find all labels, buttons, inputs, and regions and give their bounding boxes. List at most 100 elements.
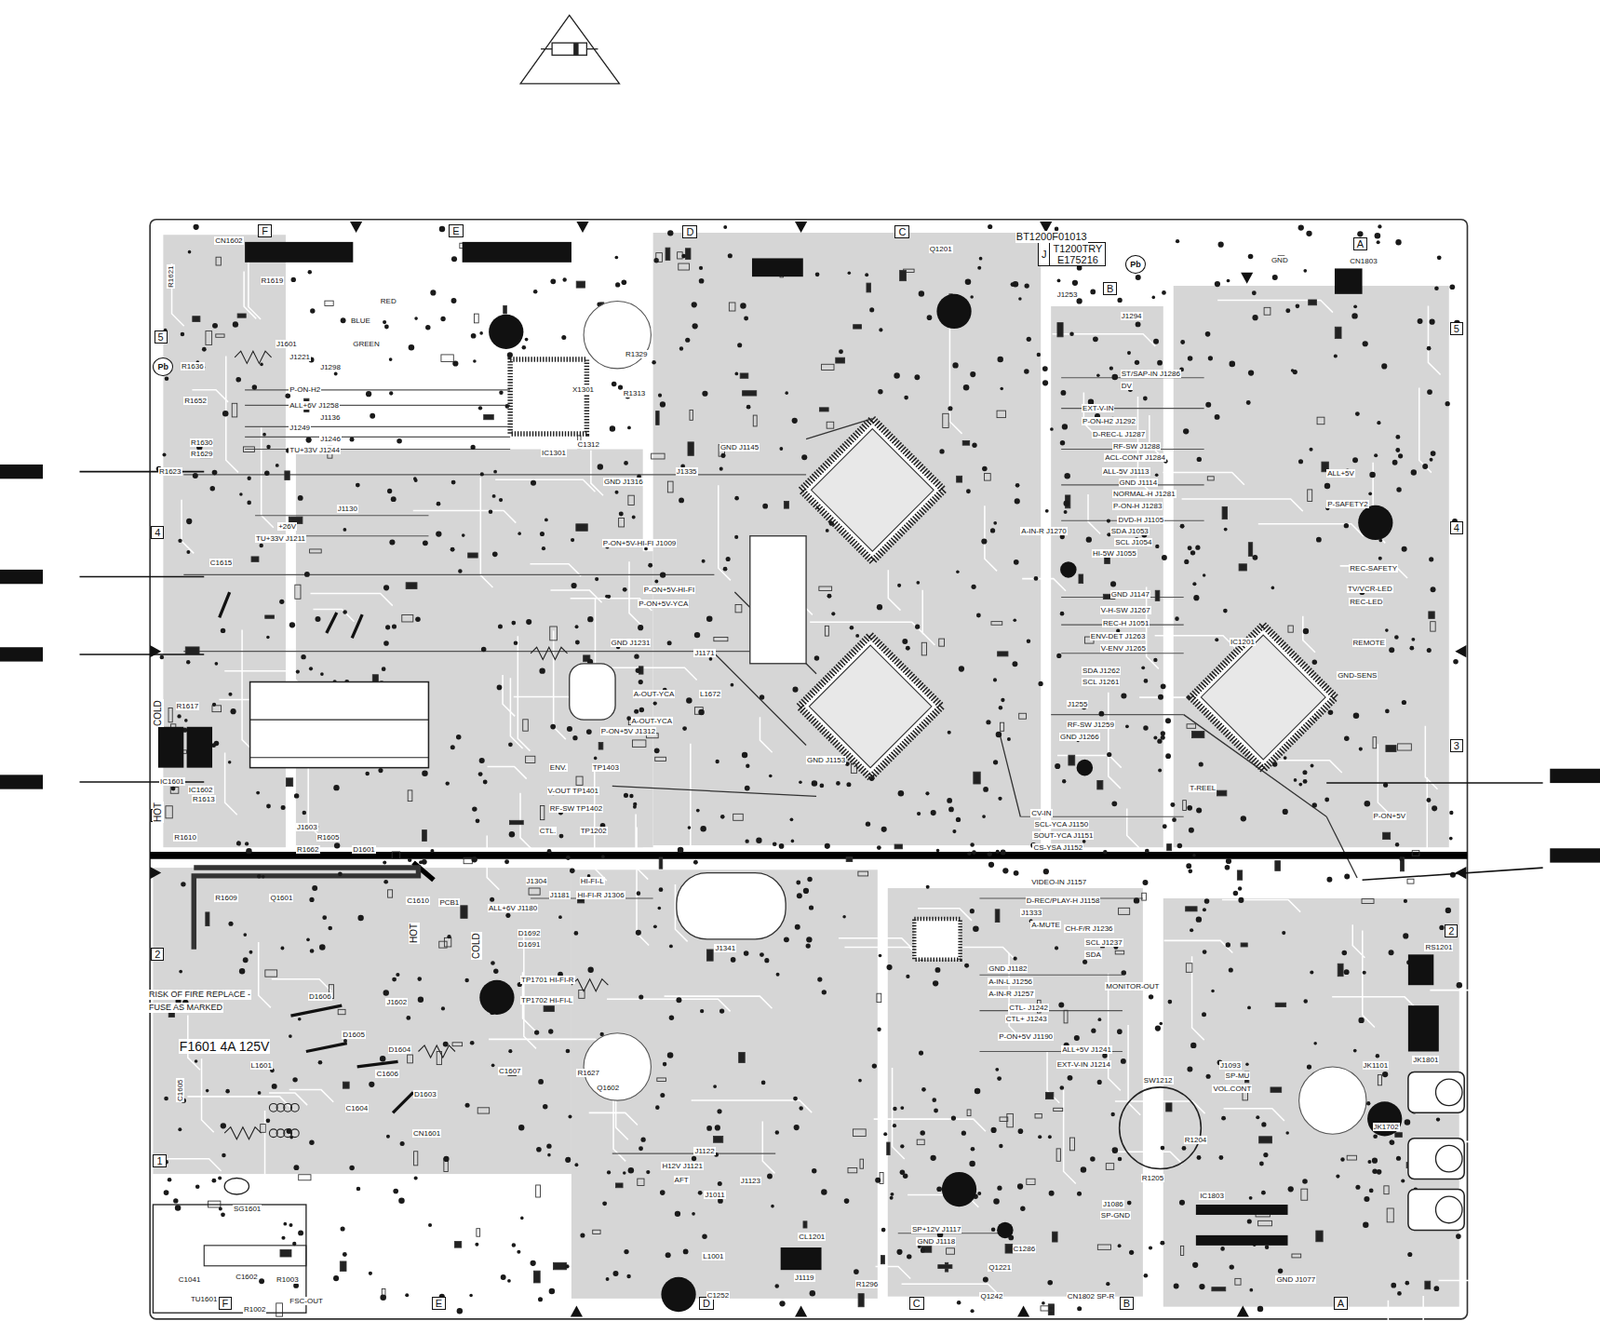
via-pad (1171, 817, 1177, 822)
via-pad (936, 848, 941, 853)
via-pad (177, 538, 182, 543)
via-pad (627, 426, 632, 431)
via-pad (228, 921, 233, 927)
tooling-hole (660, 1277, 696, 1312)
trace-gap (1352, 924, 1365, 958)
trace-gap (524, 934, 537, 1049)
via-pad (493, 470, 498, 474)
via-pad (281, 1236, 285, 1240)
via-pad (1377, 224, 1382, 229)
callout-bar (1549, 847, 1600, 862)
via-pad (632, 802, 637, 807)
trace (999, 735, 1021, 818)
via-pad (258, 543, 263, 548)
via-pad (682, 726, 687, 731)
via-pad (319, 943, 326, 951)
via-pad (1090, 1028, 1096, 1034)
via-pad (559, 833, 565, 839)
via-pad (192, 472, 199, 479)
via-pad (379, 1055, 386, 1062)
via-pad (727, 253, 733, 258)
via-pad (398, 1197, 405, 1205)
via-pad (1255, 1115, 1260, 1119)
smd-part (637, 1178, 645, 1185)
via-pad (383, 989, 390, 995)
via-pad (193, 224, 200, 230)
silkscreen-label: EXT-V-IN (1081, 403, 1115, 413)
via-pad (382, 860, 387, 865)
via-pad (415, 616, 421, 622)
via-pad (465, 1102, 471, 1108)
connector (244, 242, 353, 263)
via-pad (1143, 678, 1149, 684)
via-pad (368, 1081, 375, 1088)
via-pad (1305, 230, 1312, 237)
via-pad (1023, 368, 1030, 375)
via-pad (1247, 1218, 1252, 1224)
via-pad (574, 930, 579, 936)
trace (612, 785, 817, 796)
silkscreen-label: R1610 (173, 833, 198, 842)
via-pad (606, 594, 611, 599)
via-pad (806, 876, 812, 882)
via-pad (1335, 1173, 1340, 1178)
grid-reference-box: F (218, 1296, 233, 1310)
via-pad (1389, 1139, 1395, 1144)
smd-part (265, 969, 278, 977)
via-pad (639, 707, 645, 713)
via-pad (1127, 350, 1131, 355)
via-pad (946, 797, 953, 804)
silkscreen-label: C1615 (209, 558, 234, 567)
smd-part (285, 778, 293, 787)
via-pad (1214, 637, 1219, 642)
via-pad (783, 936, 790, 942)
via-pad (653, 700, 658, 705)
trace-gap (1331, 996, 1417, 1009)
via-pad (1086, 537, 1092, 543)
via-pad (452, 360, 458, 366)
via-pad (1148, 994, 1154, 999)
trace (244, 426, 511, 428)
smd-part (939, 638, 945, 646)
via-pad (932, 980, 939, 986)
via-pad (659, 571, 666, 578)
via-pad (658, 393, 662, 398)
via-pad (759, 694, 765, 700)
smd-part (476, 1228, 481, 1237)
via-pad (470, 444, 476, 450)
via-pad (288, 1034, 293, 1038)
via-pad (1160, 683, 1167, 689)
via-pad (1214, 414, 1221, 420)
via-pad (475, 818, 481, 823)
coil-symbol (290, 1129, 299, 1138)
smd-part (1185, 906, 1197, 912)
smd-part (962, 440, 969, 445)
via-pad (377, 767, 383, 773)
tooling-hole (1357, 505, 1393, 540)
via-pad (955, 569, 960, 574)
callout-bar (0, 646, 43, 661)
via-pad (734, 496, 740, 501)
via-pad (1309, 969, 1314, 974)
via-pad (1057, 278, 1062, 283)
smd-part (276, 1303, 283, 1317)
trace-gap (1377, 743, 1390, 815)
smd-part (656, 411, 659, 426)
tooling-hole (479, 980, 514, 1015)
via-pad (1357, 230, 1363, 237)
via-pad (657, 906, 661, 911)
via-pad (1401, 699, 1407, 705)
silkscreen-label: ALL+6V J1180 (487, 903, 538, 913)
via-pad (864, 272, 869, 277)
via-pad (906, 1253, 912, 1259)
via-pad (161, 452, 166, 457)
via-pad (637, 624, 644, 631)
via-pad (965, 279, 972, 286)
smd-part (242, 446, 255, 453)
trace-gap (809, 621, 925, 634)
silkscreen-label: P-SAFETY2 (1326, 499, 1370, 509)
via-pad (293, 1164, 299, 1170)
via-pad (1060, 534, 1065, 539)
via-pad (1198, 761, 1204, 767)
via-pad (1026, 639, 1031, 644)
